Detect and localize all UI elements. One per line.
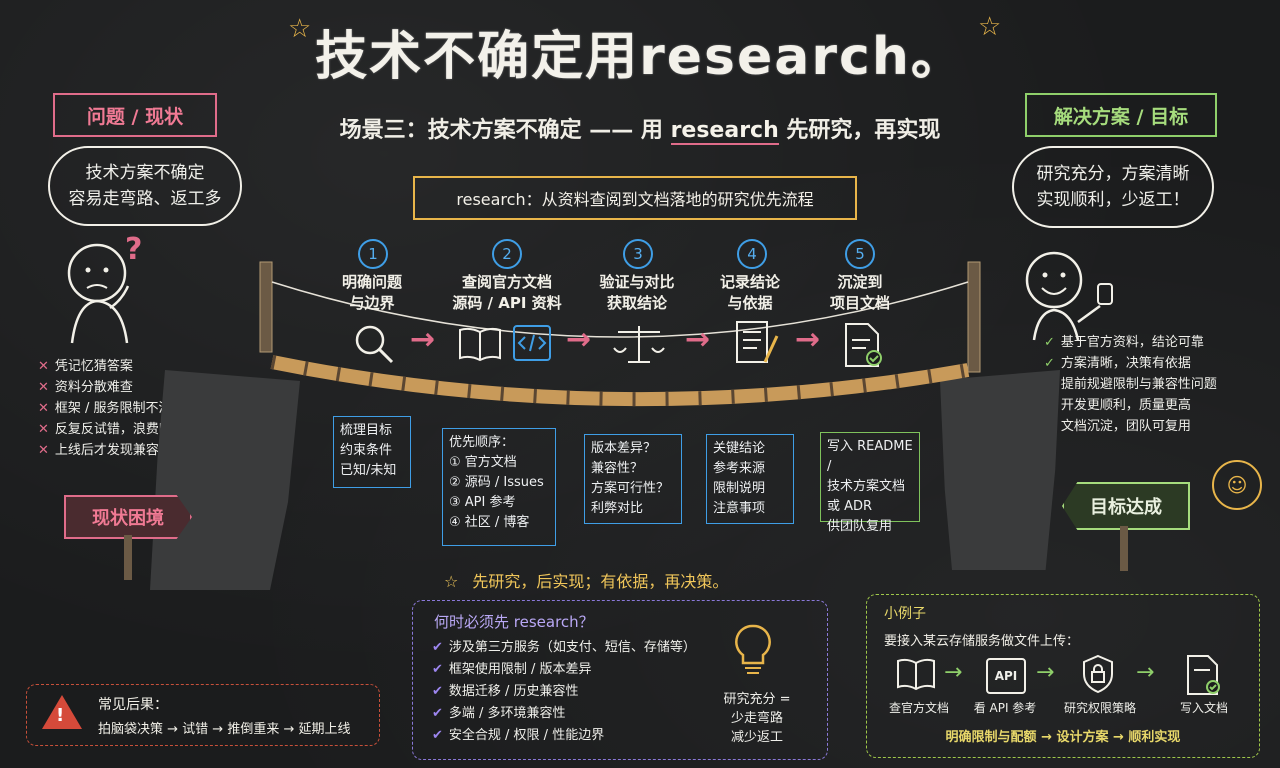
warning-icon bbox=[42, 695, 82, 729]
problem-item: ✕凭记忆猜答案 bbox=[38, 359, 133, 374]
subtitle-prefix: 场景三：技术方案不确定 —— 用 bbox=[339, 118, 671, 143]
step-3-note: 版本差异？兼容性？方案可行性？利弊对比 bbox=[584, 434, 682, 524]
benefit-item: ✓方案清晰，决策有依据 bbox=[1044, 356, 1191, 371]
right-cliff bbox=[940, 370, 1060, 570]
step-1-label: 明确问题与边界 bbox=[341, 273, 402, 312]
when-research-panel bbox=[412, 600, 828, 760]
step-2-label: 查阅官方文档源码 / API 资料 bbox=[452, 273, 562, 312]
consequence-panel bbox=[26, 684, 380, 746]
arrow-icon: → bbox=[410, 322, 436, 357]
step-4-label: 记录结论与依据 bbox=[719, 273, 780, 312]
problem-cloud: 技术方案不确定 容易走弯路、返工多 bbox=[48, 146, 242, 226]
subtitle: 场景三：技术方案不确定 —— 用 research 先研究，再实现 bbox=[0, 112, 1280, 145]
problem-item: ✕反复反试错，浪费时间 bbox=[38, 422, 185, 437]
problem-item: ✕资料分散难查 bbox=[38, 380, 133, 395]
solution-tag: 解决方案 / 目标 bbox=[1025, 93, 1217, 137]
code-icon bbox=[513, 325, 551, 361]
api-icon: API bbox=[986, 658, 1026, 694]
arrow-icon: → bbox=[944, 660, 963, 685]
book-icon bbox=[459, 327, 501, 362]
page-title: 技术不确定用research。 bbox=[315, 27, 965, 87]
step-4-number: 4 bbox=[737, 239, 767, 269]
document-check-icon bbox=[1187, 655, 1220, 695]
current-dilemma-sign: 现状困境 bbox=[64, 495, 192, 539]
step-5-number: 5 bbox=[845, 239, 875, 269]
arrow-icon: → bbox=[795, 322, 821, 357]
step-1-number: 1 bbox=[358, 239, 388, 269]
step-5-label: 沉淀到项目文档 bbox=[829, 273, 890, 312]
warning-mark: ! bbox=[56, 705, 65, 726]
bulb-text: 研究充分 =少走弯路减少返工 bbox=[723, 692, 791, 745]
flow-ribbon: research：从资料查阅到文档落地的研究优先流程 bbox=[413, 176, 857, 220]
star-icon-left: ☆ bbox=[288, 14, 312, 44]
star-icon: ☆ bbox=[444, 572, 459, 591]
example-step-label: 查官方文档 bbox=[888, 701, 949, 715]
solution-cloud: 研究充分，方案清晰 实现顺利，少返工！ bbox=[1012, 146, 1214, 228]
happy-person-icon bbox=[1025, 251, 1113, 341]
example-footer: 明确限制与配额 → 设计方案 → 顺利实现 bbox=[945, 730, 1181, 745]
question-mark-icon: ? bbox=[125, 232, 143, 267]
arrow-icon: → bbox=[1136, 660, 1155, 685]
lightbulb-icon bbox=[735, 624, 771, 674]
subtitle-suffix: 先研究，再实现 bbox=[778, 118, 941, 143]
example-panel bbox=[866, 594, 1260, 758]
benefit-item: ✓基于官方资料，结论可靠 bbox=[1044, 335, 1204, 350]
motto: ☆先研究，后实现；有依据，再决策。 bbox=[444, 572, 729, 591]
document-check-icon bbox=[845, 323, 882, 367]
step-2-number: 2 bbox=[492, 239, 522, 269]
when-item: ✔数据迁移 / 历史兼容性 bbox=[432, 684, 579, 699]
arrow-icon: → bbox=[566, 322, 592, 357]
confused-person-icon bbox=[67, 243, 130, 344]
bridge-illustration bbox=[259, 261, 981, 407]
benefit-list: ✓基于官方资料，结论可靠 ✓方案清晰，决策有依据 ✓提前规避限制与兼容性问题 ✓… bbox=[1044, 332, 1217, 437]
scale-icon bbox=[613, 326, 665, 363]
problem-cloud-line: 容易走弯路、返工多 bbox=[68, 189, 222, 209]
arrow-icon: → bbox=[1036, 660, 1055, 685]
example-step-label: 研究权限策略 bbox=[1063, 701, 1136, 715]
shield-lock-icon bbox=[1083, 654, 1113, 694]
problem-cloud-line: 技术方案不确定 bbox=[85, 163, 205, 183]
when-item: ✔安全合规 / 权限 / 性能边界 bbox=[432, 728, 605, 743]
arrow-icon: → bbox=[685, 322, 711, 357]
when-item: ✔多端 / 多环境兼容性 bbox=[432, 706, 566, 721]
sign-post bbox=[1120, 526, 1128, 571]
example-desc: 要接入某云存储服务做文件上传： bbox=[884, 634, 1080, 649]
problem-tag: 问题 / 现状 bbox=[53, 93, 217, 137]
solution-cloud-line: 实现顺利，少返工！ bbox=[1036, 190, 1190, 210]
left-cliff bbox=[150, 370, 300, 590]
example-step-label: 写入文档 bbox=[1179, 701, 1228, 715]
consequence-title: 常见后果： bbox=[98, 697, 168, 713]
benefit-item: ✓文档沉淀，团队可复用 bbox=[1044, 419, 1191, 434]
step-4-note: 关键结论参考来源限制说明注意事项 bbox=[706, 434, 794, 524]
when-panel-list: ✔涉及第三方服务（如支付、短信、存储等） ✔框架使用限制 / 版本差异 ✔数据迁… bbox=[432, 637, 696, 747]
step-3-number: 3 bbox=[623, 239, 653, 269]
when-item: ✔涉及第三方服务（如支付、短信、存储等） bbox=[432, 640, 696, 655]
notes-icon bbox=[736, 321, 779, 363]
subtitle-highlight: research bbox=[670, 118, 779, 145]
when-panel-title: 何时必须先 research？ bbox=[434, 613, 594, 631]
benefit-item: ✓提前规避限制与兼容性问题 bbox=[1044, 377, 1217, 392]
problem-item: ✕框架 / 服务限制不清楚 bbox=[38, 401, 185, 416]
benefit-item: ✓开发更顺利，质量更高 bbox=[1044, 398, 1191, 413]
when-item: ✔框架使用限制 / 版本差异 bbox=[432, 662, 592, 677]
goal-achieved-sign: 目标达成 bbox=[1062, 482, 1190, 530]
book-icon bbox=[897, 658, 935, 691]
star-icon-right: ☆ bbox=[978, 12, 1002, 42]
example-title: 小例子 bbox=[884, 606, 926, 622]
solution-cloud-line: 研究充分，方案清晰 bbox=[1036, 164, 1190, 184]
sign-post bbox=[124, 535, 132, 580]
magnifier-icon bbox=[355, 325, 394, 364]
consequence-text: 拍脑袋决策 → 试错 → 推倒重来 → 延期上线 bbox=[98, 722, 351, 737]
step-1-note: 梳理目标约束条件已知/未知 bbox=[333, 416, 411, 488]
step-3-label: 验证与对比获取结论 bbox=[599, 273, 675, 312]
sun-icon: ☺ bbox=[1212, 460, 1262, 510]
example-step-label: 看 API 参考 bbox=[973, 701, 1037, 715]
